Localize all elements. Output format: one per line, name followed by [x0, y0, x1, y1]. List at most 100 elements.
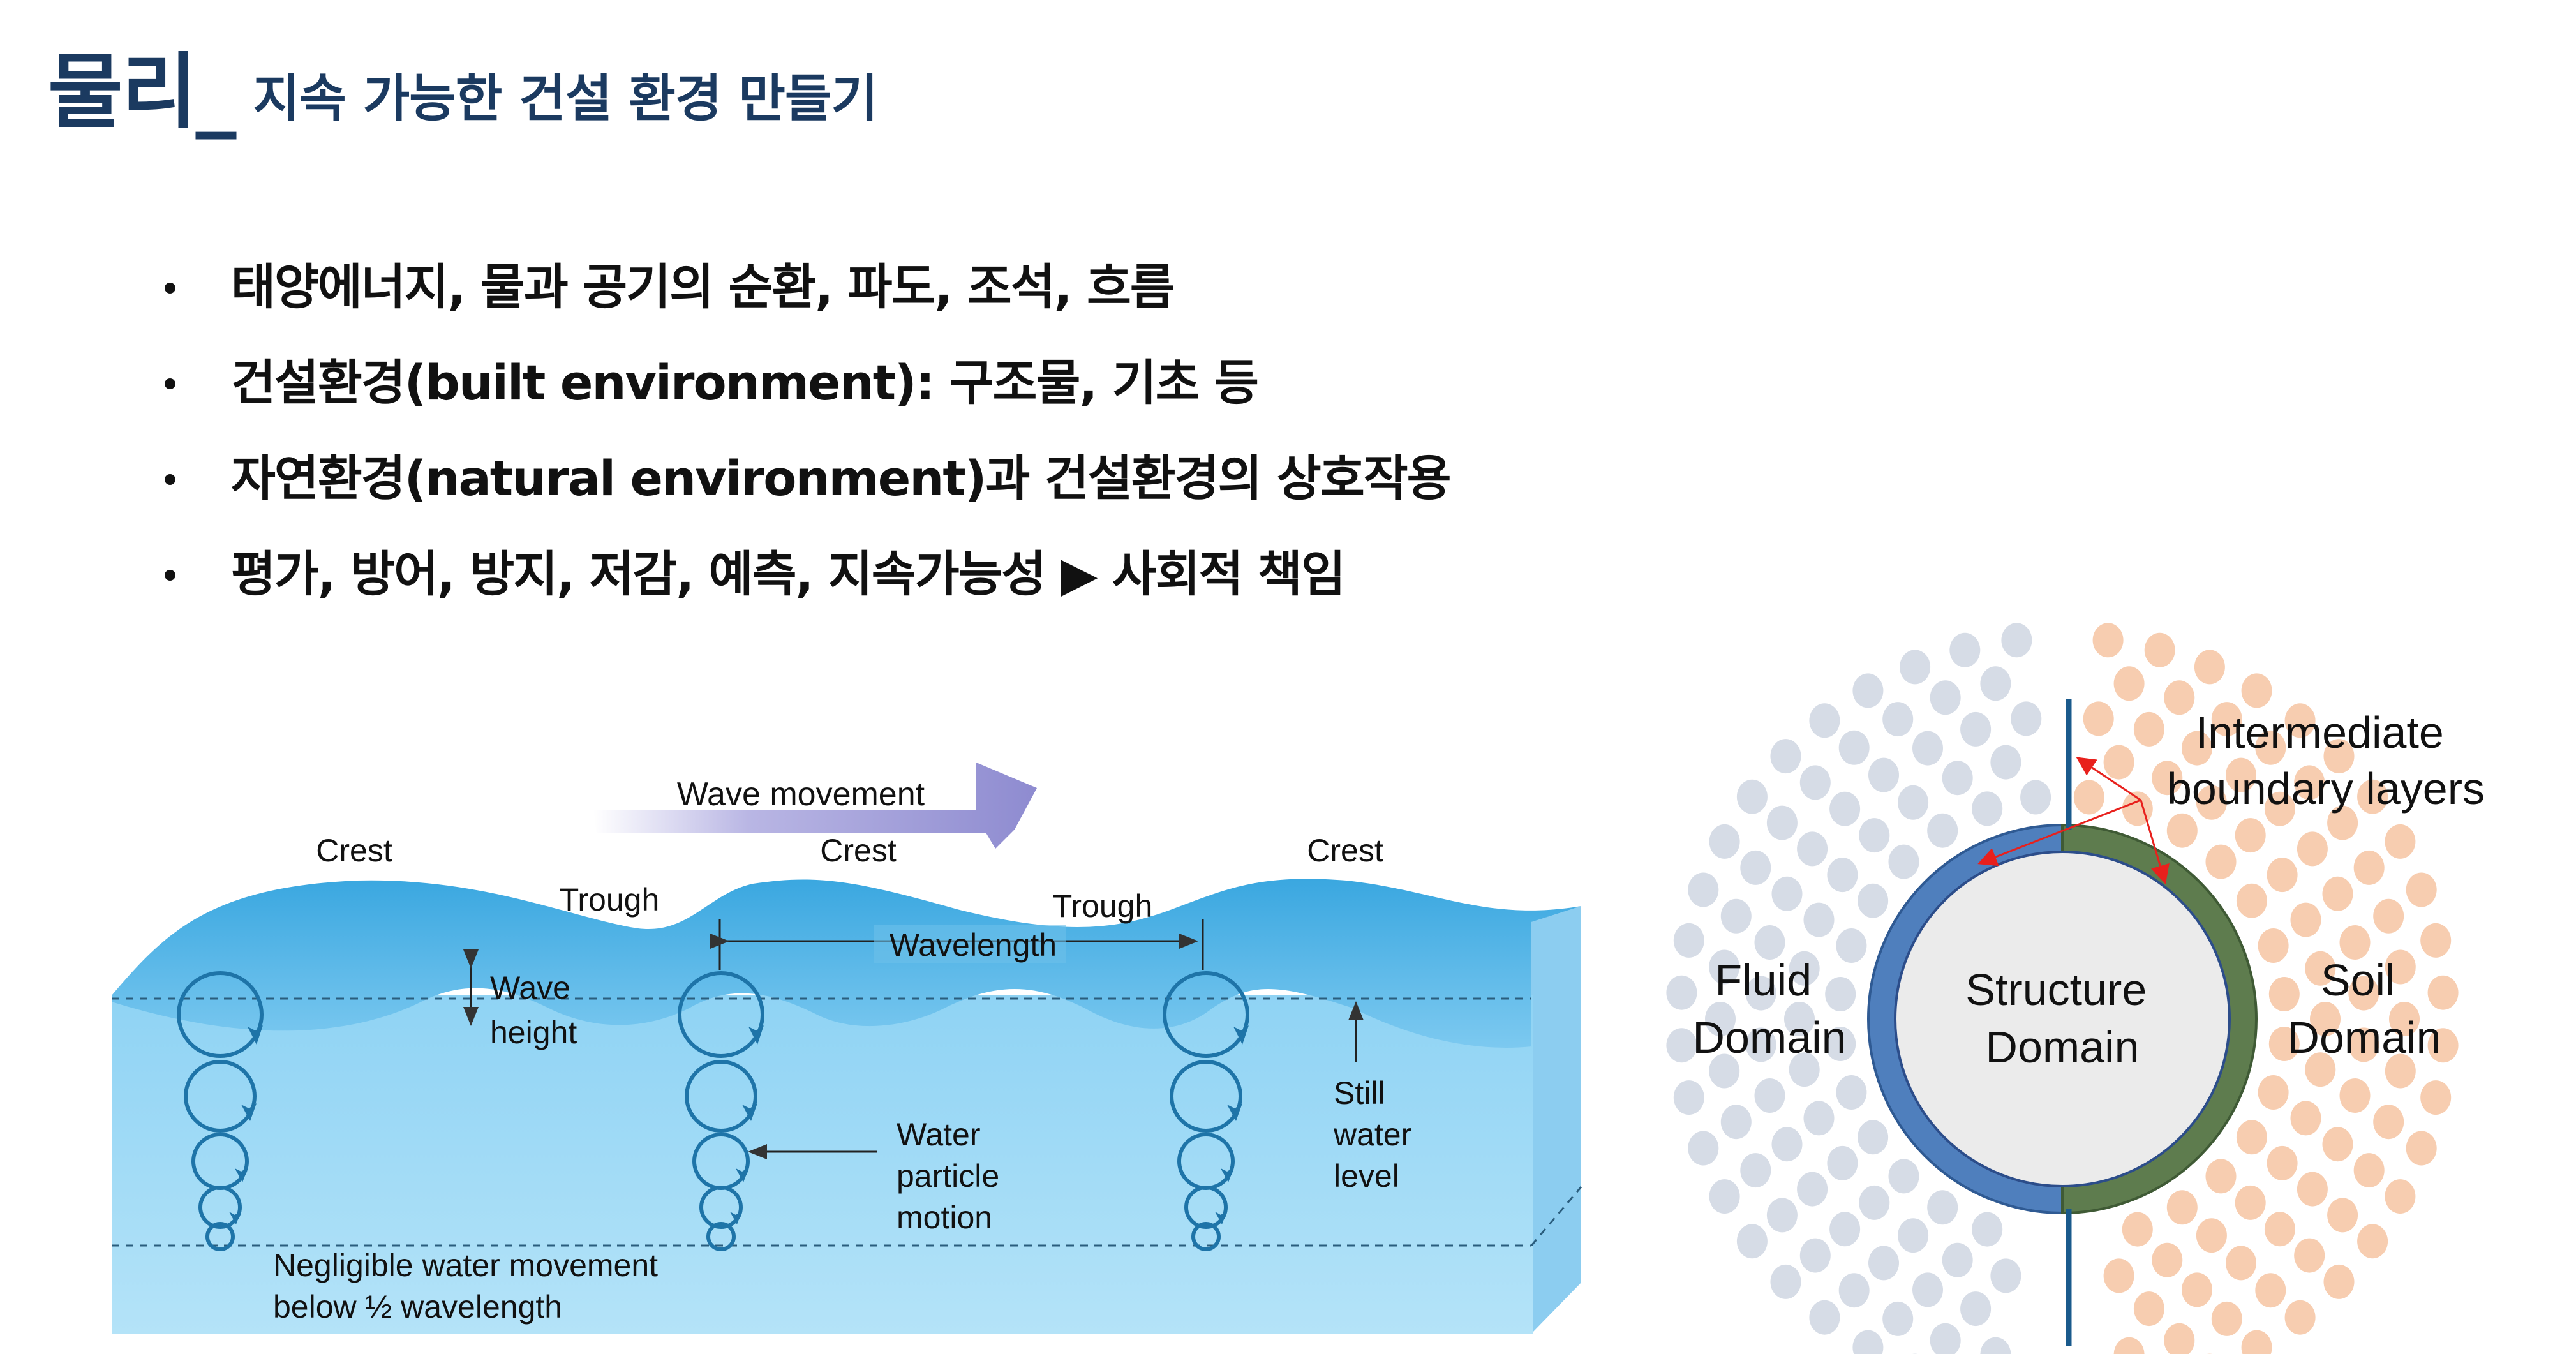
fluid-particle	[1912, 731, 1943, 766]
soil-particle	[2164, 680, 2195, 715]
fluid-particle	[1720, 898, 1752, 934]
soil-particle	[2327, 1198, 2358, 1233]
crest-label: Crest	[316, 833, 392, 868]
soil-particle	[2235, 1185, 2266, 1220]
bullet-item: 자연환경(natural environment)과 건설환경의 상호작용	[160, 443, 1452, 539]
bullet-text: 평가, 방어, 방지, 저감, 예측, 지속가능성 ▶ 사회적 책임	[231, 546, 1346, 602]
fluid-particles	[1666, 623, 2051, 1354]
water-body	[112, 995, 1533, 1334]
soil-particle	[2113, 666, 2145, 701]
fluid-particle	[1797, 1172, 1828, 1207]
soil-particle	[2297, 1172, 2328, 1207]
fluid-particle	[1709, 1053, 1740, 1089]
soil-particle	[2211, 702, 2242, 737]
fluid-particle	[1990, 1258, 2021, 1293]
fluid-particle	[1960, 1291, 1992, 1327]
fluid-particle	[1688, 872, 1719, 907]
fluid-particle	[1745, 976, 1776, 1011]
soil-particle	[2348, 1027, 2379, 1062]
soil-particle	[2226, 1246, 2256, 1281]
fluid-domain-label: Fluid Domain	[1692, 955, 1846, 1062]
soil-particle	[2182, 1272, 2212, 1307]
soil-particle	[2385, 1179, 2416, 1214]
soil-particle	[2133, 1291, 2164, 1327]
fluid-particle	[1858, 1120, 1889, 1155]
negligible-movement-label: Negligible water movement below ½ wavele…	[273, 1247, 667, 1325]
fluid-particle	[1960, 711, 1992, 747]
bullet-dot-icon	[165, 378, 175, 389]
soil-particle	[2264, 791, 2295, 826]
wave-diagram: Wave movement	[112, 763, 1582, 1334]
fluid-particle	[1900, 650, 1931, 685]
fluid-particle	[1838, 730, 1870, 765]
intermediate-boundary-label: Intermediate boundary layers	[2167, 708, 2485, 814]
structure-domain-label: Structure Domain	[1965, 965, 2159, 1072]
soil-particle	[2373, 898, 2404, 934]
fluid-particle	[1797, 831, 1828, 867]
title-subtitle: 지속 가능한 건설 환경 만들기	[253, 69, 879, 128]
soil-particle	[2267, 1145, 2298, 1180]
wavelength-label: Wavelength	[890, 927, 1057, 963]
fluid-particle	[2001, 623, 2032, 658]
fluid-particle	[1709, 824, 1740, 859]
fluid-particle	[1882, 702, 1914, 737]
soil-particle	[2339, 1078, 2371, 1113]
fluid-particle	[1754, 1078, 1785, 1113]
crest-label: Crest	[820, 833, 897, 868]
soil-particle	[2322, 1127, 2353, 1162]
fluid-particle	[1709, 949, 1740, 985]
fluid-particle	[1673, 1080, 1704, 1115]
fluid-particle	[1666, 1028, 1697, 1063]
soil-particle	[2211, 1301, 2242, 1336]
soil-particle	[2152, 761, 2183, 796]
soil-particle	[2294, 765, 2325, 800]
fluid-particle	[1754, 925, 1785, 960]
soil-particle	[2258, 928, 2289, 963]
fluid-particle	[1990, 745, 2021, 780]
fluid-particle	[1771, 1127, 1803, 1162]
soil-particle	[2122, 791, 2153, 826]
fluid-particle	[1809, 1300, 1840, 1335]
soil-particle	[2255, 1273, 2286, 1308]
fluid-particle	[1803, 1101, 1835, 1136]
fluid-particle	[1898, 1218, 1929, 1253]
bullet-dot-icon	[165, 570, 175, 581]
bullet-text: 건설환경(built environment): 구조물, 기초 등	[231, 354, 1259, 411]
bullet-item: 태양에너지, 물과 공기의 순환, 파도, 조석, 흐름	[160, 252, 1450, 348]
soil-particle	[2073, 780, 2104, 815]
orbit-column	[177, 971, 264, 1251]
fluid-particle	[1942, 761, 1973, 796]
fluid-particle	[1809, 703, 1840, 738]
fluid-particle	[1688, 1131, 1719, 1166]
fluid-particle	[1770, 739, 1801, 774]
soil-particle	[2310, 1002, 2341, 1036]
fluid-particle	[1930, 680, 1961, 715]
fluid-particle	[1789, 951, 1820, 986]
bullet-list: 태양에너지, 물과 공기의 순환, 파도, 조석, 흐름 건설환경(built …	[160, 252, 1452, 635]
orbit-column	[1163, 971, 1249, 1251]
bullet-text: 자연환경(natural environment)과 건설환경의 상호작용	[231, 450, 1452, 507]
soil-particle	[2164, 1323, 2195, 1354]
soil-particle	[2226, 757, 2256, 792]
soil-particle	[2267, 858, 2298, 893]
fluid-particle	[1720, 1105, 1752, 1140]
soil-domain-label: Soil Domain	[2287, 955, 2441, 1062]
orbit-column	[678, 971, 764, 1251]
soil-particle	[2196, 785, 2227, 820]
fluid-particle	[1705, 1002, 1736, 1036]
fluid-particle	[1829, 1212, 1861, 1247]
soil-particle	[2205, 844, 2237, 879]
fluid-particle	[1736, 1224, 1768, 1259]
soil-particle	[2427, 975, 2459, 1010]
soil-particle	[2322, 876, 2353, 911]
fluid-particle	[1927, 1190, 1958, 1225]
soil-particle	[2205, 1159, 2237, 1194]
fluid-particle	[1825, 1027, 1856, 1061]
soil-particle	[2357, 1224, 2388, 1259]
fluid-particle	[1852, 673, 1884, 708]
soil-particle	[2241, 1330, 2272, 1354]
soil-particle	[2122, 1212, 2153, 1247]
fluid-particle	[1858, 883, 1889, 918]
soil-particle	[2323, 1264, 2355, 1299]
